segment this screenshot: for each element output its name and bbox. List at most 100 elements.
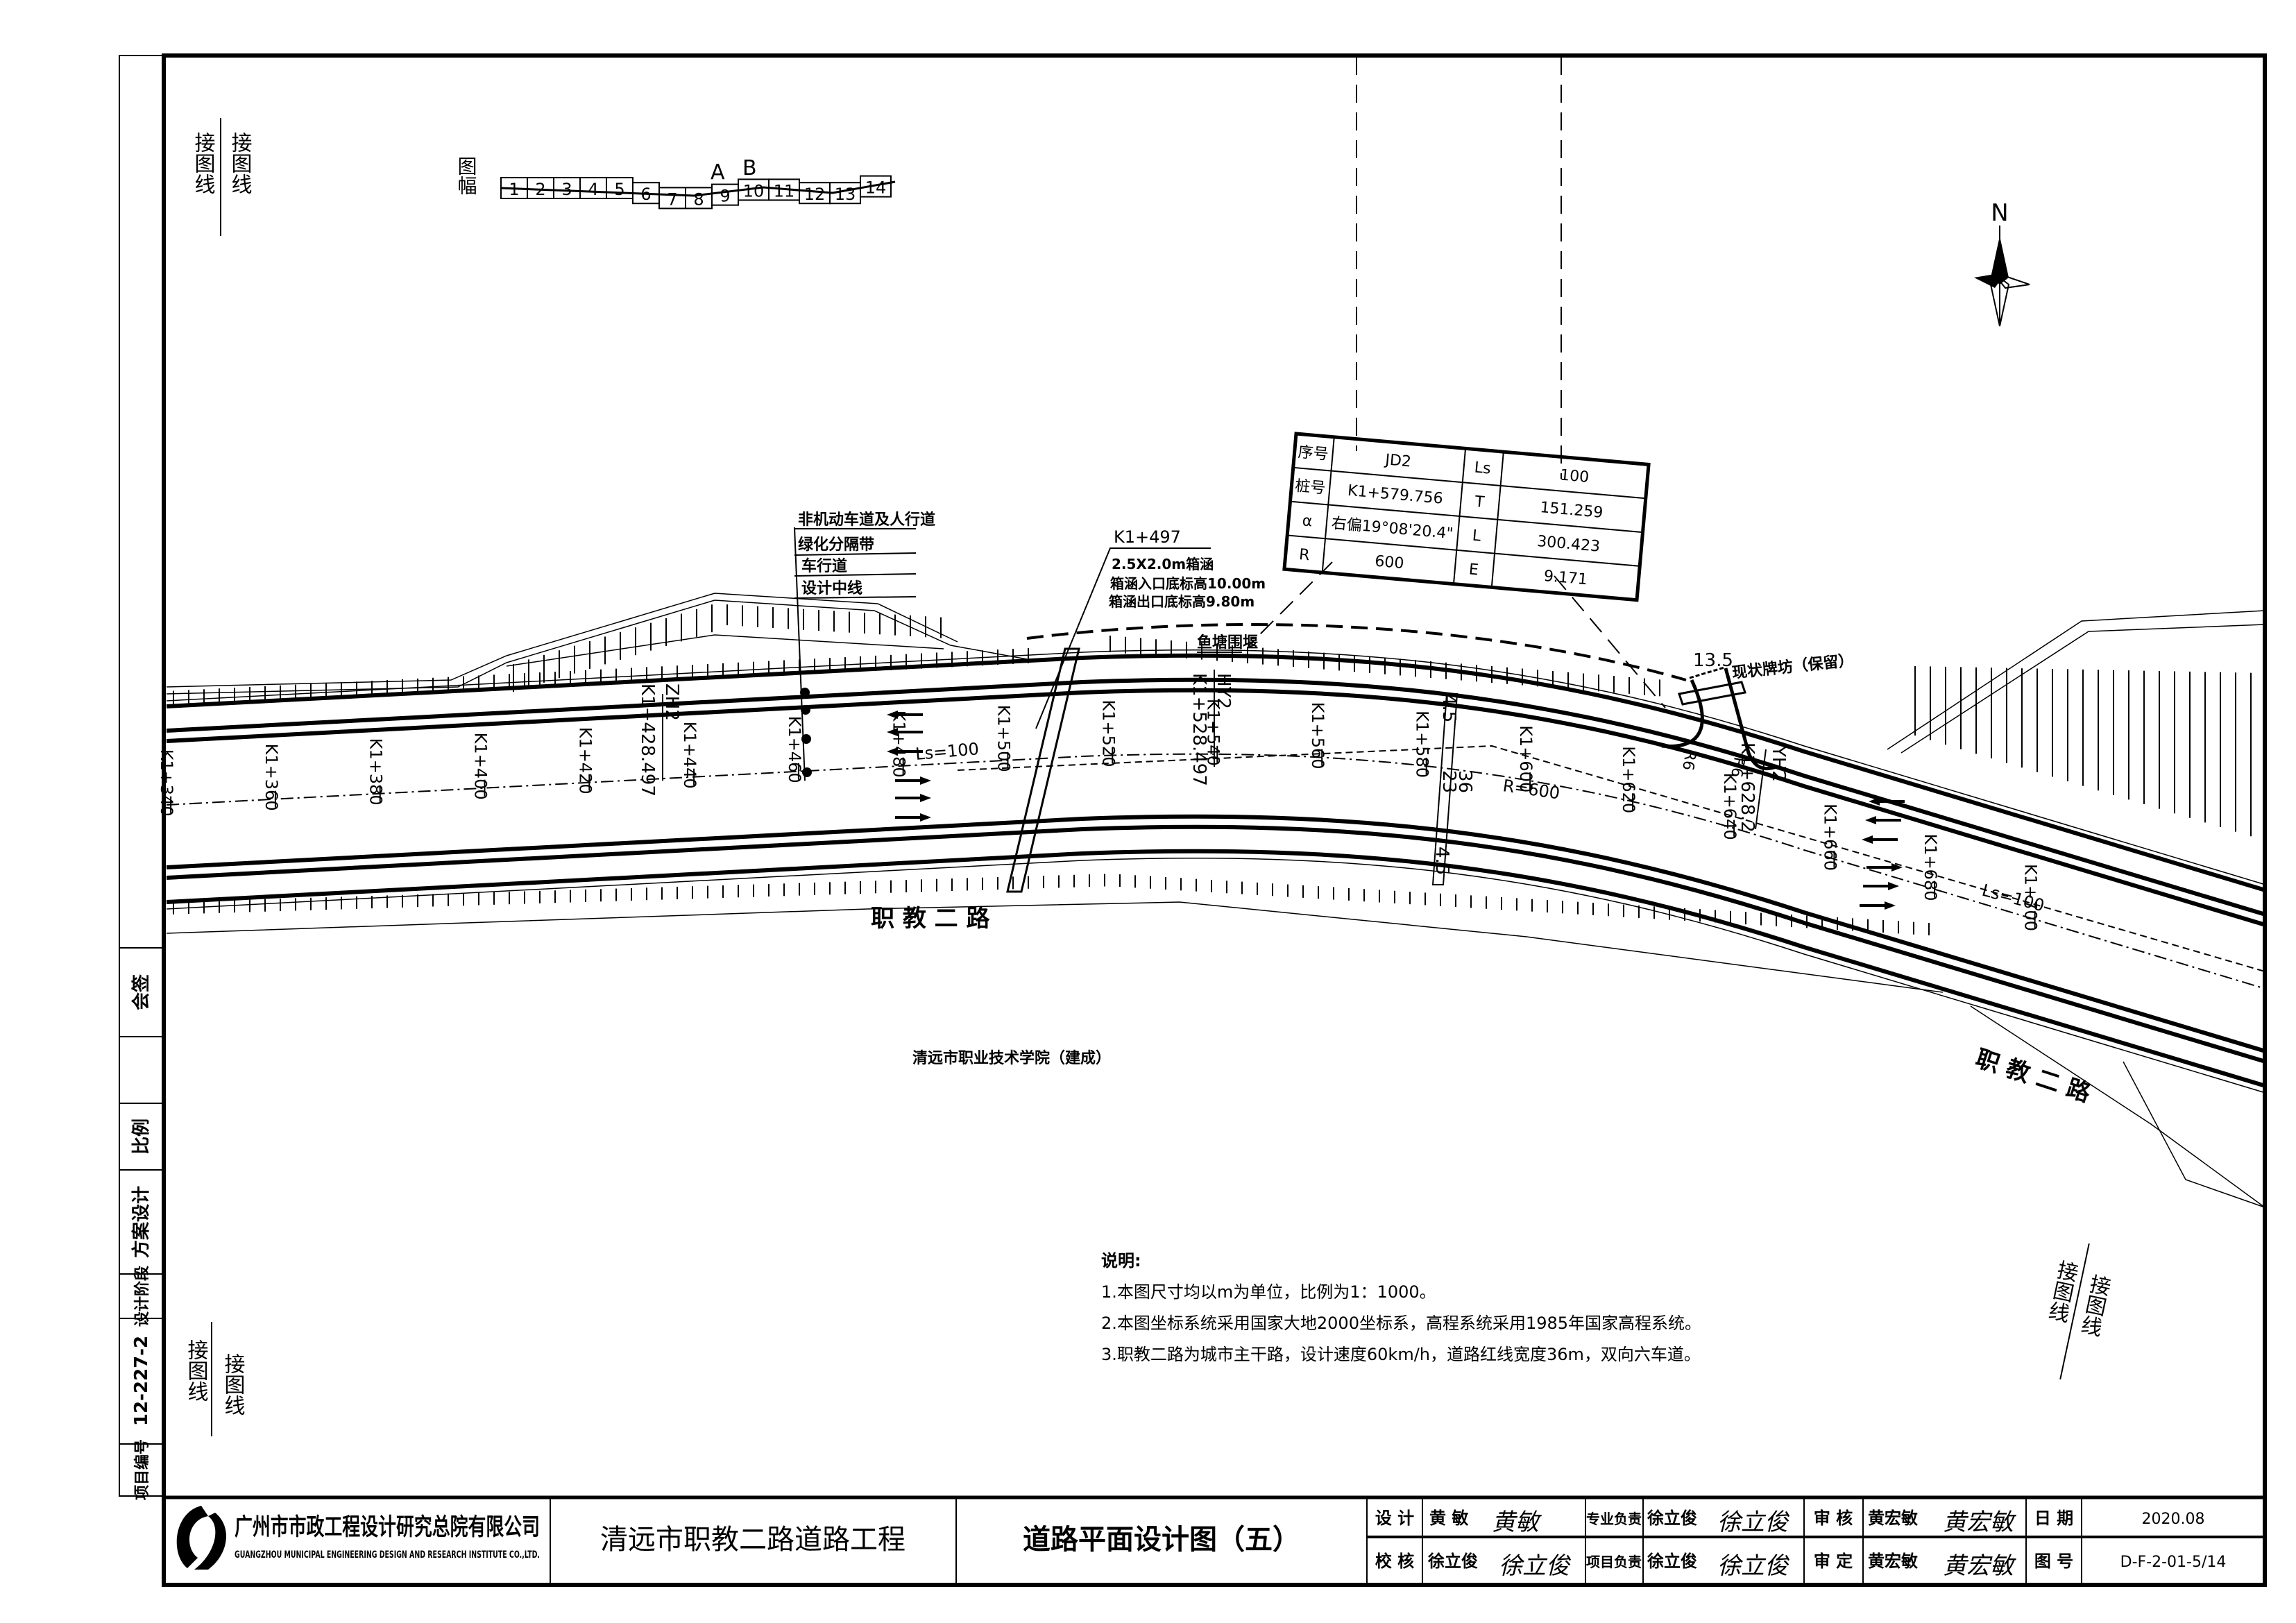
sheet-cell: 5 [606,177,633,199]
ls-left-label: Ls=100 [915,739,980,764]
sheet-number: 4 [588,180,598,199]
note-2: 2.本图坐标系统采用国家大地2000坐标系，高程系统采用1985年国家高程系统。 [1101,1314,1701,1333]
sheet-number: 3 [561,180,572,199]
svg-text:鱼塘围堰: 鱼塘围堰 [1197,634,1258,652]
reviewer-name: 黄宏敏 [1868,1509,1918,1528]
approver-name: 黄宏敏 [1868,1552,1918,1571]
curve-value: 9.171 [1543,568,1588,588]
station-label: K1+620 [1619,746,1638,813]
curve-value: 151.259 [1539,499,1604,522]
drawing-frame [162,53,2267,1587]
station-label: K1+440 [680,722,699,789]
project-title: 清远市职教二路道路工程 [600,1524,905,1556]
scale-label: 比例 [131,1119,152,1155]
station-label: K1+580 [1413,711,1432,778]
curve-key: R [1298,546,1310,564]
tangent-dashed-lines [1356,57,1562,479]
company-name-cn: 广州市市政工程设计研究总院有限公司 [235,1513,540,1541]
arrow-right-icon [895,776,931,785]
arrow-left-icon [1865,816,1901,824]
station-label: K1+600 [1516,725,1536,792]
project-lead-signature: 徐立俊 [1717,1552,1790,1580]
culvert-inlet: 箱涵入口底标高10.00m [1110,575,1266,592]
stage-label: 设计阶段 [133,1266,151,1327]
station-label: K1+640 [1720,773,1740,840]
spec-lead-signature: 徐立俊 [1717,1509,1790,1536]
station-mark: K1+480 [890,711,909,778]
designer-signature: 黄敏 [1492,1509,1542,1536]
station-mark: K1+520 [1098,700,1118,767]
lane-arrows [887,711,1905,910]
legend-centerline: 设计中线 [801,579,862,597]
sheet-cell: 11 [768,178,800,201]
terrain-slopes [166,593,2265,1208]
checker-signature: 徐立俊 [1499,1552,1572,1580]
note-3: 3.职教二路为城市主干路，设计速度60km/h，道路红线宽度36m，双向六车道。 [1101,1345,1701,1364]
sheet-cell: 3 [553,177,581,199]
sheet-cell: 9 [711,183,739,206]
date-label: 日 期 [2034,1509,2073,1528]
stage-value: 方案设计 [130,1186,152,1258]
road-name-right: 职 教 二 路 [1972,1045,2094,1108]
sheet-index-label: 图幅 [455,156,478,195]
date-value: 2020.08 [2142,1511,2205,1528]
fish-pond-weir [1026,623,1687,681]
yh-code: YH2 [1768,745,1789,782]
curve-value: 100 [1559,466,1590,486]
arrow-right-icon [1866,863,1903,872]
curve-value: 右偏19°08'20.4" [1331,515,1454,543]
station-mark: K1+680 [1921,834,1940,901]
review-label: 审 核 [1814,1509,1853,1528]
match-line-bottom-right: 接图线 接图线 [2043,1243,2113,1380]
curve-value: JD2 [1383,451,1411,470]
drawing-title: 道路平面设计图（五） [1023,1524,1300,1556]
dim-mid2: 36 [1454,770,1475,793]
arrow-right-icon [895,813,931,822]
yh-station: K1+628.2 [1737,742,1758,833]
dim-mid1: 23 [1438,770,1459,793]
station-label: K1+460 [785,716,804,783]
curve-table-leaders [1248,561,1666,708]
hy-station: K1+528.497 [1189,673,1209,786]
station-mark: K1+400 [471,733,491,800]
station-label: K1+400 [471,733,491,800]
station-mark: K1+340 [157,749,176,817]
culvert-size: 2.5X2.0m箱涵 [1112,556,1214,572]
notes: 说明: 1.本图尺寸均以m为单位，比例为1：1000。 2.本图坐标系统采用国家… [1101,1251,1701,1364]
key-point-hy: K1+528.497 HY2 [1189,670,1234,786]
cross-section-legend: 非机动车道及人行道 绿化分隔带 车行道 设计中线 [794,511,935,781]
north-label: N [1991,199,2008,227]
checker-name: 徐立俊 [1427,1552,1478,1571]
curve-key: E [1468,561,1479,579]
match-line-label: 接图线 [221,1353,246,1416]
sheet-number: 8 [693,189,704,209]
sheet-number: 7 [667,189,677,209]
curve-value: 600 [1374,553,1404,573]
arrow-left-icon [1869,797,1905,806]
sheet-cell: 12 [799,182,831,205]
dim-top: 4.5 [1438,694,1459,722]
match-line-label: 接图线 [184,1339,209,1402]
project-lead-name: 徐立俊 [1647,1552,1697,1571]
notes-title: 说明: [1101,1251,1141,1271]
sheet-number: 14 [865,178,887,198]
archway-width: 13.5 [1693,650,1733,671]
designer-name: 黄 敏 [1429,1509,1468,1528]
station-mark: K1+700 [2021,864,2041,931]
tangent-line [957,745,2265,972]
sheet-cell: 8 [685,187,713,210]
station-mark: K1+380 [366,738,386,806]
reviewer-signature: 黄宏敏 [1943,1509,2016,1536]
arrow-right-icon [1863,882,1899,890]
countersign-label: 会签 [130,974,152,1010]
arrow-left-icon [1862,835,1898,844]
station-mark: K1+560 [1308,702,1327,770]
side-strip [119,947,163,1445]
sheet-number: 13 [835,185,856,204]
sheet-number: 5 [614,180,624,199]
curve-value: 300.423 [1536,533,1601,556]
curve-key: L [1472,527,1482,545]
sheet-cell: 10 [738,178,769,201]
sheet-route-line [500,180,896,197]
match-line-label: 接图线 [228,132,253,194]
